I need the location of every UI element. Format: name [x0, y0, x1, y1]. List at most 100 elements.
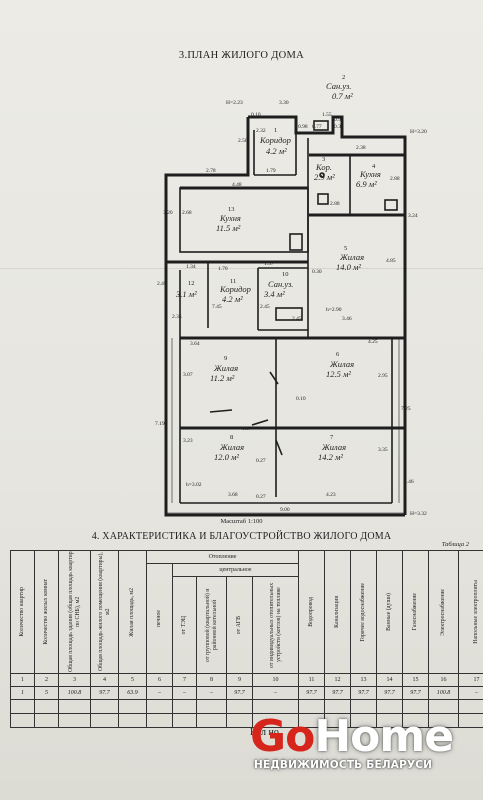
room-area: 12.0 м² [214, 452, 239, 462]
col-header: Горячее водоснабжение [350, 550, 378, 674]
height-label: H=3.32 [410, 511, 427, 517]
dimension-label: 0.98 [334, 117, 344, 123]
height-label: H=3.20 [410, 129, 427, 135]
room-area: 4.2 м² [266, 146, 287, 156]
room-name: Сан.уз. [326, 81, 351, 91]
dimension-label: 2.35 [172, 314, 182, 320]
dimension-label: 9.00 [280, 507, 290, 513]
col-header: печное [146, 563, 173, 674]
dimension-label: 2.88 [330, 201, 340, 207]
dimension-label: 2.45 [292, 316, 302, 322]
col-header: от ТЭЦ [172, 576, 197, 674]
dimension-label: 2.88 [390, 176, 400, 182]
dimension-label: 3.24 [408, 213, 418, 219]
section-title: 4. ХАРАКТЕРИСТИКА И БЛАГОУСТРОЙСТВО ЖИЛО… [91, 531, 392, 542]
dimension-label: 1.55 [322, 112, 332, 118]
logo-subtitle: НЕДВИЖИМОСТЬ БЕЛАРУСИ [254, 759, 433, 771]
fold-line [0, 268, 483, 269]
col-header: Количество квартир [10, 550, 35, 674]
dimension-label: 0.98 [298, 124, 308, 130]
dimension-label: 0.30 [312, 269, 322, 275]
col-header: Ванные (души) [376, 550, 404, 674]
room-name: Жилая [329, 359, 354, 369]
room-area: 12.5 м² [326, 369, 351, 379]
dimension-label: 1.79 [266, 168, 276, 174]
dimension-label: 2.38 [356, 145, 366, 151]
dimension-label: 3.30 [279, 100, 289, 106]
dimension-label: 3.20 [163, 210, 173, 216]
plan-scale: Масштаб 1:100 [220, 518, 263, 525]
room-area: 14.2 м² [318, 452, 343, 462]
dimension-label: 2.45 [260, 304, 270, 310]
stove-fixture [384, 199, 398, 211]
door-leaf [209, 409, 233, 413]
height-label: h=2.90 [326, 307, 342, 313]
col-header: от индивидуальных отопительных устройств… [251, 576, 300, 674]
dimension-label: 1.34 [186, 264, 196, 270]
height-label: h=3.02 [186, 482, 202, 488]
room-area: 0.7 м² [332, 91, 353, 101]
dimension-label: 2.56 [238, 138, 248, 144]
logo-wordmark: GoHome [250, 711, 454, 762]
stove-burner [319, 172, 325, 178]
dimension-label: 4.25 [368, 339, 378, 345]
room-area: 4.2 м² [222, 294, 243, 304]
dimension-label: 7.45 [212, 304, 222, 310]
col-header: Общая площадь жилого помещения (квартиры… [90, 550, 119, 674]
room-number: 6 [336, 351, 340, 358]
inner-outline [179, 187, 309, 253]
dimension-label: 2.95 [378, 373, 388, 379]
room-name: Жилая [213, 363, 238, 373]
heating-group-header: Отопление [145, 550, 300, 564]
room-number: 7 [330, 434, 334, 441]
col-header: от групповой (квартальной) и районной ко… [196, 576, 227, 674]
room-name: Кор. [315, 162, 332, 172]
dimension-label: 0.27 [256, 494, 266, 500]
room-name: Жилая [321, 442, 346, 452]
dimension-label: 2.78 [206, 168, 216, 174]
room-name: Кухня [219, 213, 241, 223]
col-header: Водопровод [298, 550, 326, 674]
dimension-label: 7.19 [155, 421, 165, 427]
dimension-label: 0.77 [312, 124, 322, 130]
floor-plan: H=2.23 H=3.20 h=2.90 h=3.02 H=3.32 1 Кор… [155, 74, 427, 517]
room-number: 8 [230, 434, 233, 441]
outer-wall [248, 115, 407, 515]
dimension-label: 0.39 [334, 124, 344, 130]
room-name: Жилая [219, 442, 244, 452]
room-number: 9 [224, 355, 227, 362]
col-header: Канализация [324, 550, 352, 674]
gohome-watermark-logo: GoHome НЕДВИЖИМОСТЬ БЕЛАРУСИ [250, 712, 454, 774]
dimension-label: 3.07 [183, 372, 193, 378]
dimension-label: 3.68 [228, 492, 238, 498]
toilet-fixture [313, 120, 329, 131]
dimension-label: 2.45 [157, 281, 167, 287]
room-name: Жилая [339, 252, 364, 262]
dimension-label: 1.37 [264, 261, 274, 267]
dimension-label: 0.46 [404, 479, 414, 485]
partial-text: Кол но [250, 727, 279, 738]
room-area: 2.9 м² [314, 172, 335, 182]
room-name: Коридор [259, 135, 291, 145]
room-area: 3.1 м² [175, 289, 197, 299]
table-row-empty [10, 713, 483, 728]
room-area: 6.9 м² [356, 179, 377, 189]
col-header: Общая площадь здания (общая площадь квар… [58, 550, 91, 674]
room-area: 11.2 м² [210, 373, 235, 383]
room-area: 3.4 м² [263, 289, 285, 299]
room-number: 13 [228, 206, 235, 213]
room-number: 11 [230, 278, 236, 285]
sink-fixture [289, 233, 303, 251]
plan-title: 3.ПЛАН ЖИЛОГО ДОМА [178, 50, 305, 61]
room-number: 3 [322, 156, 325, 163]
room-name: Коридор [219, 284, 251, 294]
dimension-label: 0.10 [296, 396, 306, 402]
col-header: Газоснабжение [402, 550, 430, 674]
col-header: Жилая площадь, м2 [118, 550, 147, 674]
dimension-label: 4.23 [326, 492, 336, 498]
col-header: от АГВ [226, 576, 253, 674]
door-leaf [251, 419, 269, 426]
door-leaf [269, 371, 279, 385]
